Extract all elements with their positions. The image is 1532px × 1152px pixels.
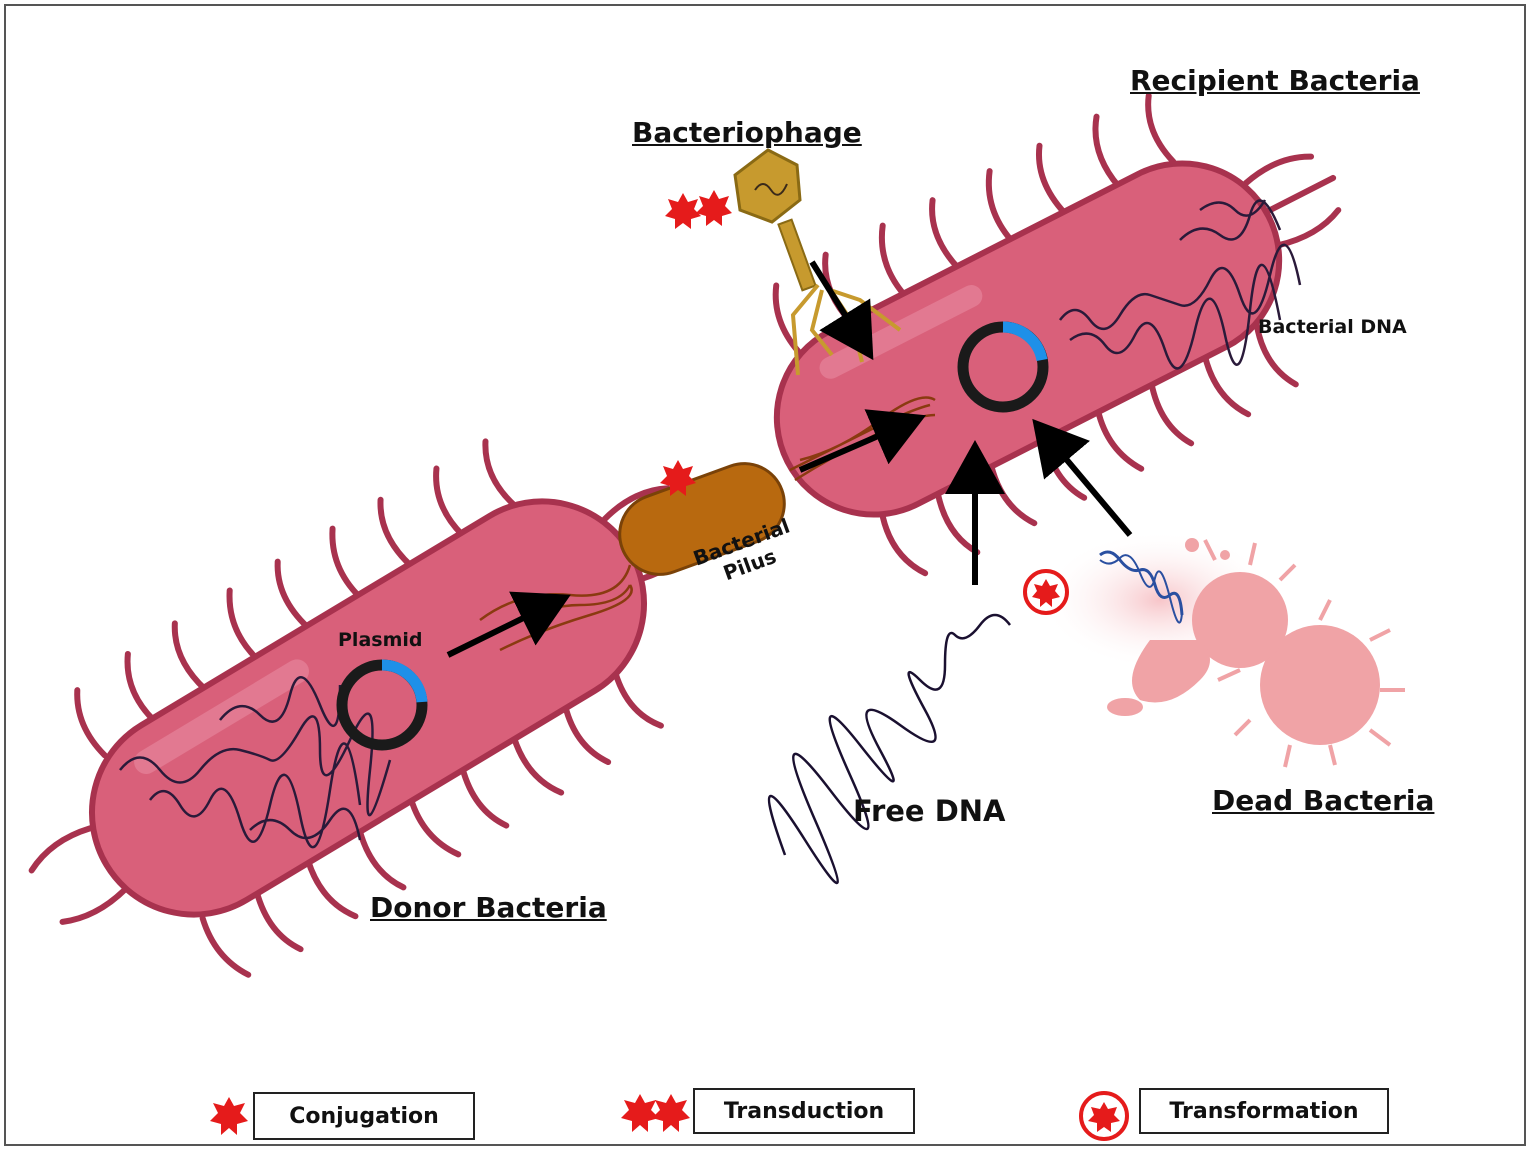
legend-transformation-icon	[1079, 1091, 1129, 1141]
diagram-frame	[4, 4, 1526, 1146]
recipient-chromosome	[1059, 199, 1302, 370]
bacteriophage-label: Bacteriophage	[632, 116, 862, 149]
conjugation-arrow-donor	[446, 591, 571, 658]
legend-transformation: Transformation	[1139, 1088, 1389, 1134]
legend-transduction-star-icon-1	[621, 1094, 659, 1132]
dead-bacteria-label: Dead Bacteria	[1212, 784, 1435, 817]
free-dna-strand	[767, 613, 1011, 885]
legend-transduction-star-icon-2	[652, 1094, 690, 1132]
donor-bacteria-label: Donor Bacteria	[370, 891, 607, 924]
donor-body	[88, 498, 648, 918]
plasmid-label: Plasmid	[338, 629, 423, 651]
legend-transduction: Transduction	[693, 1088, 915, 1134]
conjugation-arrow-recipient	[798, 409, 927, 473]
donor-chromosome	[119, 675, 392, 849]
pilus-conjugation-star-icon	[660, 460, 696, 496]
recipient-bacteria-label: Recipient Bacteria	[1130, 64, 1420, 97]
dead-bacteria-arrow	[1032, 418, 1133, 537]
donor-bacterium	[28, 438, 702, 978]
legend-conjugation: Conjugation	[253, 1092, 475, 1140]
bacterial-dna-label: Bacterial DNA	[1258, 316, 1407, 338]
transduction-arrow	[809, 260, 874, 361]
dead-bacteria	[1040, 530, 1405, 768]
phage-transduction-star-icon-2	[696, 190, 732, 226]
transformation-symbol-icon	[1023, 569, 1069, 615]
phage-transduction-star-icon-1	[665, 193, 701, 229]
free-dna-label: Free DNA	[853, 794, 1006, 828]
donor-plasmid	[336, 659, 428, 751]
recipient-plasmid	[957, 321, 1049, 413]
legend-conjugation-star-icon	[210, 1097, 248, 1135]
transfer-arrows	[446, 260, 1133, 658]
